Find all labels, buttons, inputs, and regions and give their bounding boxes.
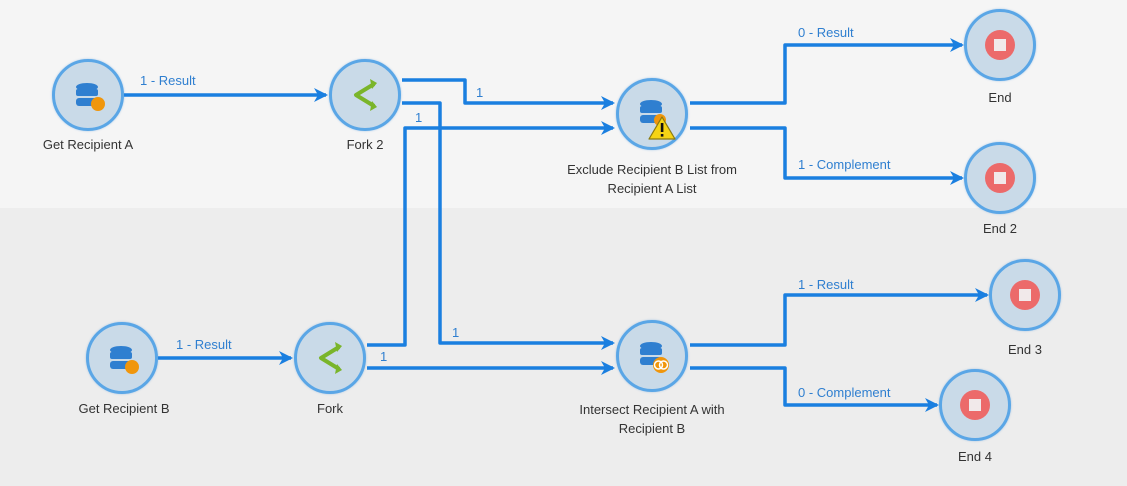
edge-label-fork-intersect: 1 [380, 349, 388, 364]
node-label: End 3 [1008, 342, 1042, 357]
node-label: Exclude Recipient B List from Recipient … [567, 160, 737, 198]
edge-fork2-to-exclude[interactable] [402, 78, 615, 110]
node-get-recipient-a[interactable] [52, 59, 124, 131]
edge-label-intersect-result: 1 - Result [798, 277, 854, 292]
node-end-4[interactable] [939, 369, 1011, 441]
edge-label-get-b-result: 1 - Result [176, 337, 232, 352]
node-label-line: Recipient B [618, 421, 686, 436]
edge-label-exclude-result: 0 - Result [798, 25, 854, 40]
warning-icon [648, 116, 676, 140]
node-fork[interactable] [294, 322, 366, 394]
node-label: Fork 2 [346, 137, 384, 152]
database-exclusion-icon [640, 100, 676, 140]
node-end[interactable] [964, 9, 1036, 81]
node-end-3[interactable] [989, 259, 1061, 331]
node-label: Get Recipient B [78, 401, 170, 416]
node-get-recipient-b[interactable] [86, 322, 158, 394]
node-label: Fork [317, 401, 343, 416]
node-label-line: Intersect Recipient A with [579, 402, 725, 417]
stop-icon [960, 390, 990, 420]
stop-icon [985, 30, 1015, 60]
edge-label-fork2-exclude: 1 [476, 85, 484, 100]
edge-exclude-to-end2[interactable] [690, 126, 964, 185]
node-label: Get Recipient A [42, 137, 134, 152]
stop-icon [985, 163, 1015, 193]
edge-fork2-to-intersect[interactable] [402, 101, 615, 350]
edge-label-intersect-complement: 0 - Complement [798, 385, 891, 400]
edge-label-fork2-intersect: 1 [452, 325, 460, 340]
fork-icon [354, 79, 377, 111]
stop-icon [1010, 280, 1040, 310]
edge-label-fork-exclude: 1 [415, 110, 423, 125]
node-label: End 2 [983, 221, 1017, 236]
node-label: End 4 [958, 449, 992, 464]
edge-fork-to-exclude[interactable] [367, 121, 615, 347]
node-label: Intersect Recipient A with Recipient B [579, 400, 724, 438]
fork-icon [319, 342, 342, 374]
node-end-2[interactable] [964, 142, 1036, 214]
canvas-lower-band [0, 208, 1127, 486]
edge-exclude-to-end[interactable] [690, 38, 964, 105]
node-label-line: Recipient A List [607, 181, 697, 196]
edge-label-exclude-complement: 1 - Complement [798, 157, 891, 172]
node-label-line: Exclude Recipient B List from [567, 162, 737, 177]
node-exclude-recipient-b[interactable] [616, 78, 688, 150]
database-query-icon [110, 346, 139, 374]
node-label: End [988, 90, 1012, 105]
node-fork-2[interactable] [329, 59, 401, 131]
edge-label-get-a-result: 1 - Result [140, 73, 196, 88]
database-query-icon [76, 83, 105, 111]
database-intersection-icon [640, 342, 669, 373]
edge-intersect-to-end4[interactable] [690, 366, 939, 412]
node-intersect-recipient-a[interactable] [616, 320, 688, 392]
edge-intersect-to-end3[interactable] [690, 288, 989, 347]
